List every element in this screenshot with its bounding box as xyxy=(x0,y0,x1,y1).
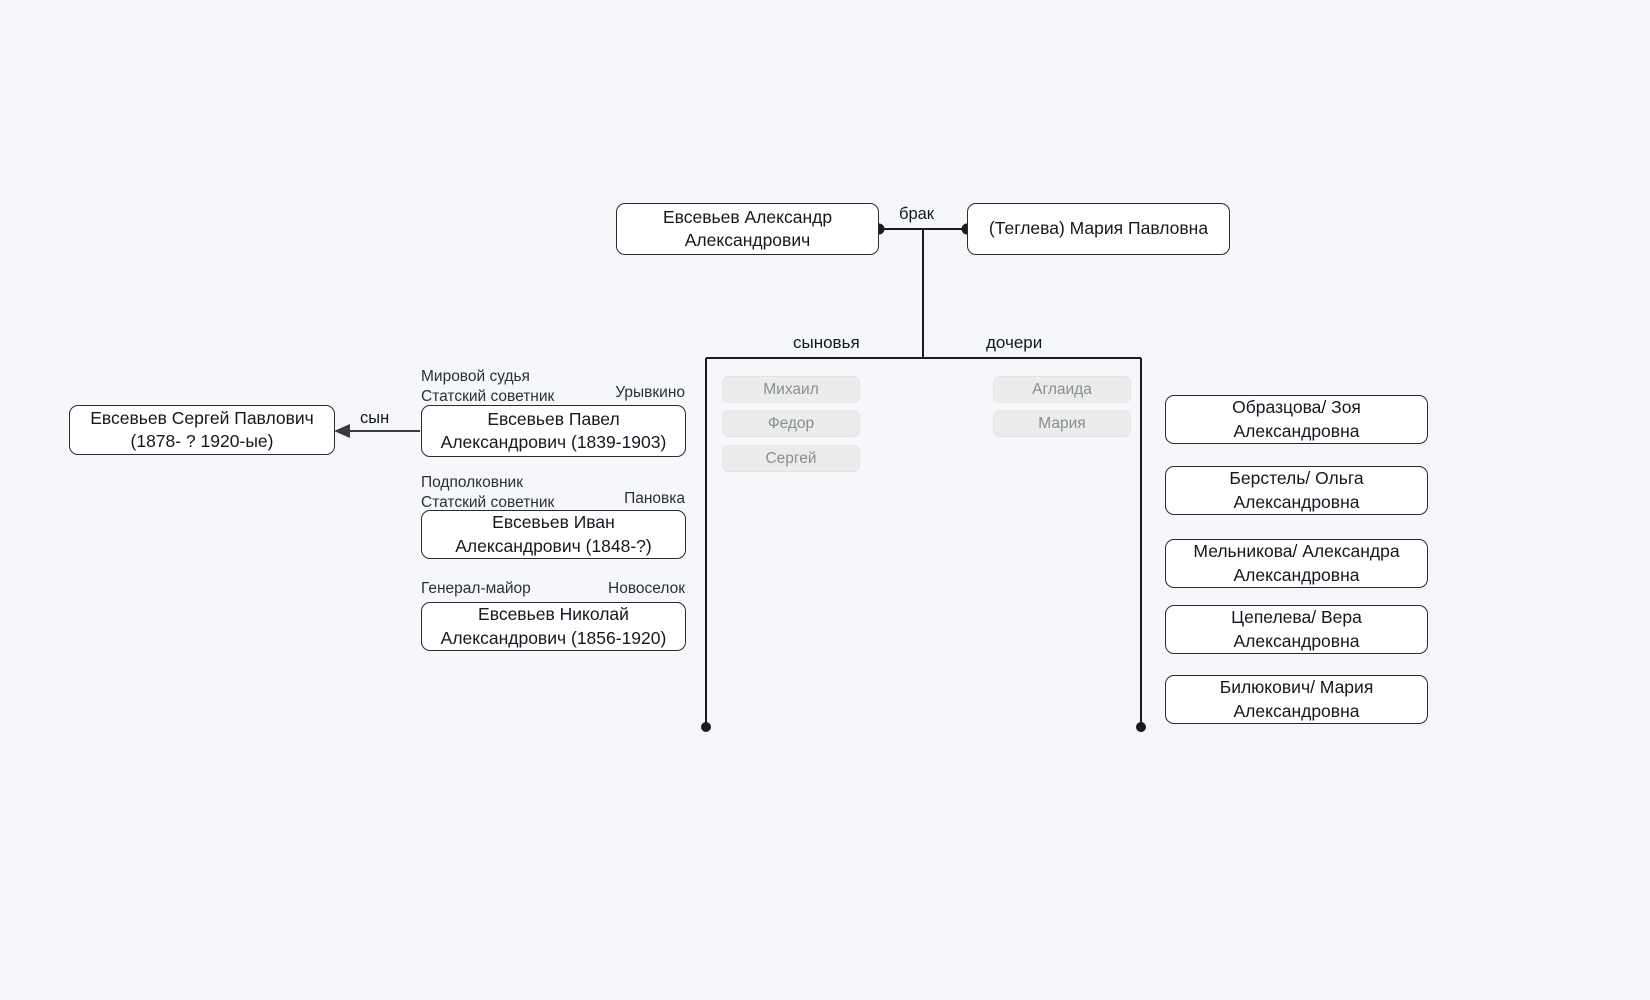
node-son-pavel-label: Евсевьев Павел Александрович (1839-1903) xyxy=(440,408,667,452)
marriage-label: брак xyxy=(899,205,935,223)
node-daughter-melnikova-label: Мельникова/ Александра Александровна xyxy=(1193,541,1400,585)
node-son-pavel[interactable]: Евсевьев Павел Александрович (1839-1903) xyxy=(421,405,686,457)
annotation-rank-nikolai: Генерал-майор xyxy=(421,579,531,599)
annotation-rank-pavel-line2: Статский советник xyxy=(421,387,555,405)
node-son-nikolai-label: Евсевьев Николай Александрович (1856-192… xyxy=(440,604,667,648)
node-daughter-berstel-label: Берстель/ Ольга Александровна xyxy=(1229,468,1364,512)
chip-son-1-label: Михаил xyxy=(763,380,819,398)
node-daughter-obraztsova-label: Образцова/ Зоя Александровна xyxy=(1232,397,1361,441)
node-daughter-melnikova[interactable]: Мельникова/ Александра Александровна xyxy=(1165,539,1428,588)
node-daughter-obraztsova[interactable]: Образцова/ Зоя Александровна xyxy=(1165,395,1428,444)
chip-son-3-label: Сергей xyxy=(765,449,817,467)
node-daughter-tsepeleva[interactable]: Цепелева/ Вера Александровна xyxy=(1165,605,1428,654)
node-father-label: Евсевьев Александр Александрович xyxy=(662,206,833,250)
annotation-place-nikolai: Новоселок xyxy=(608,580,685,597)
chip-son-2[interactable]: Федор xyxy=(722,410,860,437)
rail-label-daughters: дочери xyxy=(986,333,1043,352)
node-daughter-tsepeleva-label: Цепелева/ Вера Александровна xyxy=(1231,607,1362,651)
chip-daughter-1[interactable]: Аглаида xyxy=(993,376,1131,403)
node-mother[interactable]: (Теглева) Мария Павловна xyxy=(967,203,1230,255)
node-father[interactable]: Евсевьев Александр Александрович xyxy=(616,203,879,255)
node-grandson-sergey-label: Евсевьев Сергей Павлович (1878- ? 1920-ы… xyxy=(90,407,314,451)
annotation-rank-ivan-line1: Подполковник xyxy=(421,474,523,491)
node-daughter-bilyukovich-label: Билюкович/ Мария Александровна xyxy=(1219,677,1374,721)
chip-son-1[interactable]: Михаил xyxy=(722,376,860,403)
node-daughter-bilyukovich[interactable]: Билюкович/ Мария Александровна xyxy=(1165,675,1428,724)
node-son-ivan[interactable]: Евсевьев Иван Александрович (1848-?) xyxy=(421,510,686,559)
annotation-place-pavel: Урывкино xyxy=(615,384,685,401)
node-son-nikolai[interactable]: Евсевьев Николай Александрович (1856-192… xyxy=(421,602,686,651)
chip-daughter-2-label: Мария xyxy=(1038,414,1086,432)
chip-daughter-1-label: Аглаида xyxy=(1032,380,1092,398)
node-son-ivan-label: Евсевьев Иван Александрович (1848-?) xyxy=(455,512,652,556)
chip-son-2-label: Федор xyxy=(767,414,815,432)
annotation-rank-pavel: Мировой судья Статский советник xyxy=(421,367,554,407)
annotation-place-ivan: Пановка xyxy=(624,490,685,507)
chip-son-3[interactable]: Сергей xyxy=(722,445,860,472)
node-daughter-berstel[interactable]: Берстель/ Ольга Александровна xyxy=(1165,466,1428,515)
annotation-rank-pavel-line1: Мировой судья xyxy=(421,368,530,385)
node-mother-label: (Теглева) Мария Павловна xyxy=(988,218,1209,239)
annotation-rank-ivan-line2: Статский советник xyxy=(421,493,555,511)
rail-label-sons: сыновья xyxy=(793,333,860,352)
node-grandson-sergey[interactable]: Евсевьев Сергей Павлович (1878- ? 1920-ы… xyxy=(69,405,335,455)
annotation-rank-ivan: Подполковник Статский советник xyxy=(421,473,554,513)
chip-daughter-2[interactable]: Мария xyxy=(993,410,1131,437)
relation-label-son: сын xyxy=(360,409,390,427)
annotation-rank-nikolai-line1: Генерал-майор xyxy=(421,580,531,597)
